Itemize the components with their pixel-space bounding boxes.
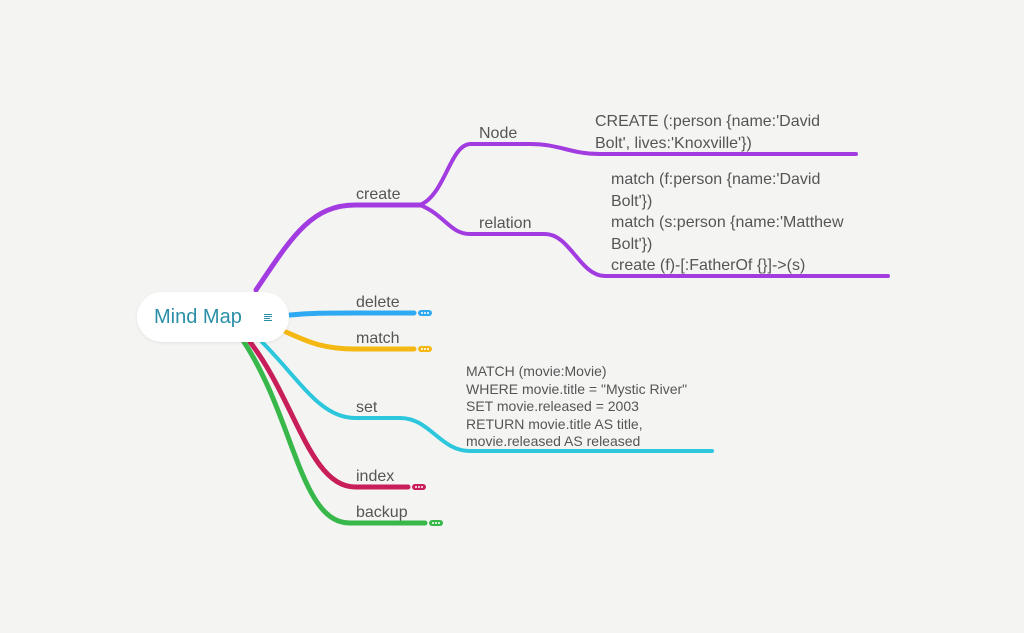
connector-index — [247, 339, 411, 490]
connector-match — [283, 329, 417, 352]
note-set-line: WHERE movie.title = "Mystic River" — [466, 380, 688, 397]
note-relation-line: create (f)-[:FatherOf {}]->(s) — [611, 257, 806, 274]
connector-backup — [241, 339, 428, 526]
root-topic[interactable]: Mind Map — [137, 292, 289, 342]
connector-create-node — [418, 142, 858, 207]
connector-delete — [287, 310, 417, 318]
topic-backup[interactable]: backup — [356, 504, 408, 521]
root-title: Mind Map — [154, 306, 242, 328]
note-set-line: MATCH (movie:Movie) — [466, 363, 607, 379]
note-relation-line: Bolt'}) — [611, 192, 653, 210]
topic-delete[interactable]: delete — [356, 294, 400, 311]
note-relation: match (f:person {name:'David Bolt'}) mat… — [611, 169, 844, 277]
note-set-line: SET movie.released = 2003 — [466, 398, 639, 414]
topic-relation[interactable]: relation — [479, 215, 532, 232]
connector-create — [253, 202, 423, 293]
note-relation-line: Bolt'}) — [611, 235, 653, 253]
expand-delete-button[interactable] — [418, 310, 432, 316]
topic-node[interactable]: Node — [479, 125, 518, 142]
topic-match[interactable]: match — [356, 330, 400, 347]
expand-backup-button[interactable] — [429, 520, 443, 526]
topic-index[interactable]: index — [356, 468, 395, 485]
notes-icon[interactable] — [264, 314, 272, 322]
note-set-line: RETURN movie.title AS title, — [466, 415, 643, 432]
connector-create-relation — [418, 203, 890, 278]
topic-set[interactable]: set — [356, 399, 378, 416]
expand-index-button[interactable] — [412, 484, 426, 490]
note-set-line: movie.released AS released — [466, 433, 641, 449]
connector-set — [260, 340, 714, 453]
note-node-line: CREATE (:person {name:'David — [595, 113, 821, 130]
note-relation-line: match (s:person {name:'Matthew — [611, 214, 844, 231]
topic-create[interactable]: create — [356, 186, 401, 203]
expand-match-button[interactable] — [418, 346, 432, 352]
note-node-line: Bolt', lives:'Knoxville'}) — [595, 134, 752, 152]
note-set: MATCH (movie:Movie) WHERE movie.title = … — [466, 363, 687, 451]
note-relation-line: match (f:person {name:'David — [611, 171, 821, 188]
note-node: CREATE (:person {name:'David Bolt', live… — [595, 111, 820, 154]
